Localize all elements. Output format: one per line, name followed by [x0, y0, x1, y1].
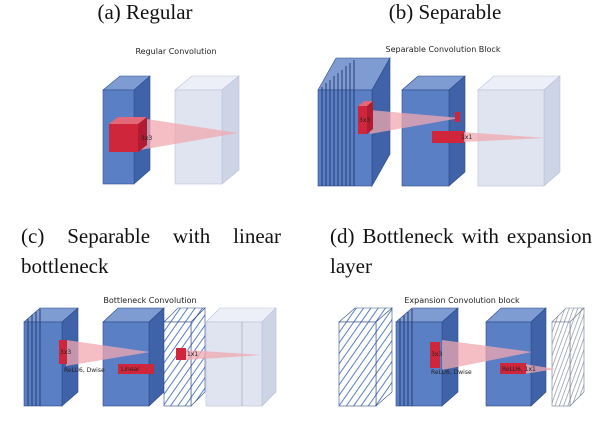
- caption-separable: (b) Separable: [388, 0, 502, 24]
- bottleneck-relu-label: ReLU6, Dwise: [64, 367, 105, 374]
- regular-kernel-label: 3x3: [141, 135, 152, 142]
- expansion-cone-2: [524, 364, 556, 374]
- panel-bottleneck-title: Bottleneck Convolution: [103, 296, 196, 305]
- separable-depthwise-kernel: [358, 101, 373, 134]
- separable-depthwise-cone: [370, 110, 460, 134]
- separable-depthwise-output-kernel: [455, 112, 460, 122]
- expansion-kernel: [430, 342, 440, 368]
- panel-regular: Regular Convolution 3x3: [102, 47, 240, 185]
- regular-receptive-cone: [140, 118, 238, 150]
- panel-regular-title: Regular Convolution: [135, 47, 216, 56]
- bottleneck-linear-label: Linear: [121, 366, 140, 373]
- separable-output-block: [477, 75, 561, 187]
- separable-pointwise-label: 1x1: [461, 134, 472, 141]
- panel-expansion: Expansion Convolution block: [338, 296, 585, 407]
- bottleneck-kernel-label: 3x3: [60, 349, 71, 356]
- expansion-cone-1: [442, 340, 532, 370]
- bottleneck-output-block: [205, 307, 277, 407]
- caption-bottleneck-expansion: (d) Bottleneck with expansion layer: [330, 224, 592, 278]
- panel-separable: Separable Convolution Block: [317, 45, 561, 188]
- bottleneck-linear-kernel: [118, 364, 154, 374]
- expansion-pointwise-kernel: [500, 363, 526, 374]
- separable-kernel-label: 3x3: [359, 117, 370, 124]
- bottleneck-kernel: [59, 340, 67, 364]
- expansion-kernel-label: 3x3: [431, 351, 442, 358]
- bottleneck-pointwise-label: 1x1: [187, 351, 198, 358]
- separable-pointwise-kernel: [432, 131, 464, 143]
- expansion-relu2-label: ReLU6, 1x1: [502, 366, 536, 373]
- separable-pointwise-cone: [462, 132, 546, 142]
- bottleneck-pointwise-kernel: [176, 348, 186, 360]
- regular-kernel: [109, 117, 147, 152]
- panel-separable-title: Separable Convolution Block: [386, 45, 501, 54]
- bottleneck-cone-2: [186, 350, 262, 360]
- panel-bottleneck: Bottleneck Convolution: [23, 296, 277, 407]
- panel-expansion-title: Expansion Convolution block: [404, 296, 520, 305]
- caption-separable-linear-bottleneck: (c) Separable with linear bottleneck: [21, 224, 281, 278]
- caption-regular: (a) Regular: [97, 0, 193, 24]
- bottleneck-cone-1: [66, 340, 150, 366]
- bottleneck-linear-block: [163, 307, 206, 407]
- expansion-input-block: [338, 307, 393, 407]
- expansion-relu-label: ReLU6, Dwise: [431, 369, 472, 376]
- expansion-output-block: [551, 307, 585, 407]
